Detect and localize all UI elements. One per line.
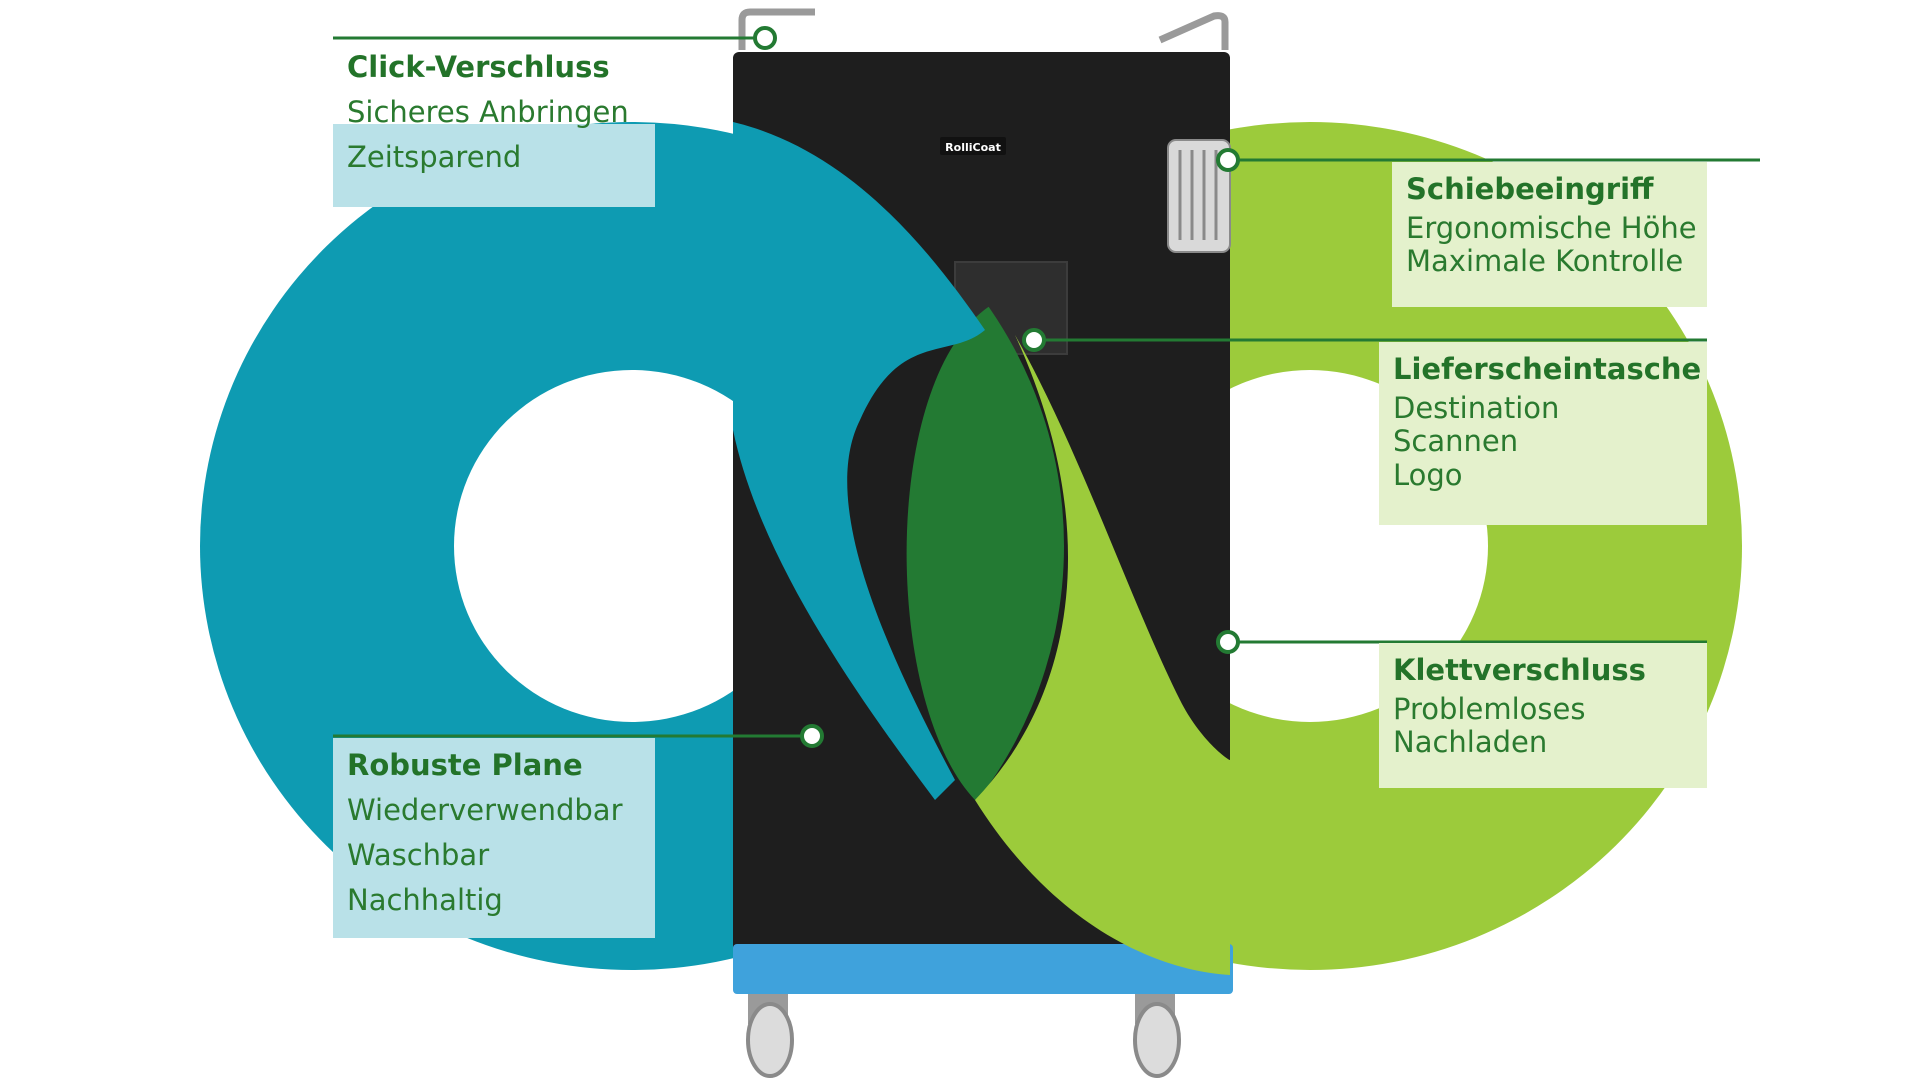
callout-title: Schiebeeingriff: [1406, 172, 1654, 206]
callout-line: Maximale Kontrolle: [1406, 244, 1684, 279]
marker-liefer: [1022, 328, 1046, 352]
callout-line: Wiederverwendbar: [347, 793, 623, 827]
callout-line: Problemloses: [1393, 692, 1586, 726]
callout-lieferscheintasche: Lieferscheintasche Destination Scannen L…: [1379, 342, 1707, 525]
callout-line: Ergonomische Höhe: [1406, 211, 1697, 245]
callout-line: Zeitsparend: [347, 139, 522, 174]
callout-line: Nachladen: [1393, 725, 1548, 760]
callout-line: Nachhaltig: [347, 882, 503, 917]
callout-line: Destination: [1393, 391, 1560, 425]
callout-line: Scannen: [1393, 424, 1519, 459]
callout-title: Klettverschluss: [1393, 653, 1646, 687]
lime-sweep: [975, 335, 1230, 975]
callout-klettverschluss: Klettverschluss Problemloses Nachladen: [1379, 643, 1707, 788]
callout-line: Sicheres Anbringen: [347, 95, 629, 129]
callout-title: Click-Verschluss: [347, 50, 610, 84]
cart-base: [733, 944, 1233, 994]
callout-robuste-plane: Robuste Plane Wiederverwendbar Waschbar …: [333, 738, 655, 938]
leader-lines: [333, 36, 1760, 738]
marker-click: [753, 26, 777, 50]
brand-badge: [940, 137, 1006, 155]
marker-schiebe: [1216, 148, 1240, 172]
callout-schiebeeingriff: Schiebeeingriff Ergonomische Höhe Maxima…: [1392, 162, 1707, 307]
callout-click-verschluss: Click-Verschluss Sicheres Anbringen Zeit…: [333, 40, 655, 207]
cart-wheels: [746, 994, 1181, 1078]
cart-handle-right: [1158, 12, 1229, 50]
teal-sweep: [733, 122, 985, 800]
click-panel-bg: [333, 124, 655, 207]
callout-title: Robuste Plane: [347, 748, 583, 782]
brand-logo: RolliCoat: [945, 141, 1001, 154]
marker-plane: [800, 724, 824, 748]
marker-klett: [1216, 630, 1240, 654]
cart-handle-left: [738, 8, 815, 50]
overlap-region: [906, 300, 1064, 800]
callout-title: Lieferscheintasche: [1393, 352, 1702, 386]
callout-line: Waschbar: [347, 837, 490, 872]
callout-line: Logo: [1393, 457, 1463, 492]
marker-dots: [753, 26, 1240, 748]
